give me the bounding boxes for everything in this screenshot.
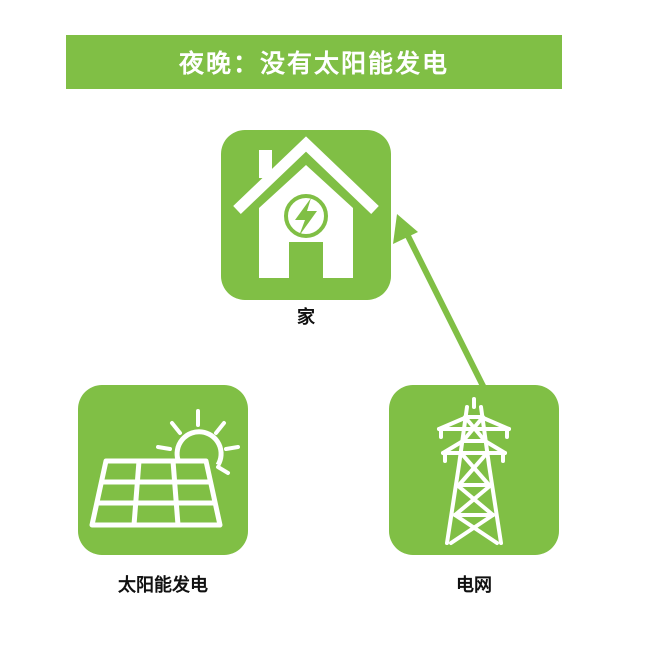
solar-tile <box>78 385 248 555</box>
solar-label: 太阳能发电 <box>118 575 208 596</box>
grid-label: 电网 <box>456 575 492 596</box>
title-banner: 夜晚：没有太阳能发电 <box>66 35 562 89</box>
grid-tile <box>389 385 559 555</box>
solar-panel-sun-icon <box>89 409 240 528</box>
house-lightning-icon <box>233 136 379 278</box>
home-label: 家 <box>297 307 315 328</box>
banner-title: 夜晚：没有太阳能发电 <box>178 49 449 78</box>
transmission-tower-icon <box>437 397 511 545</box>
home-tile <box>221 130 391 300</box>
